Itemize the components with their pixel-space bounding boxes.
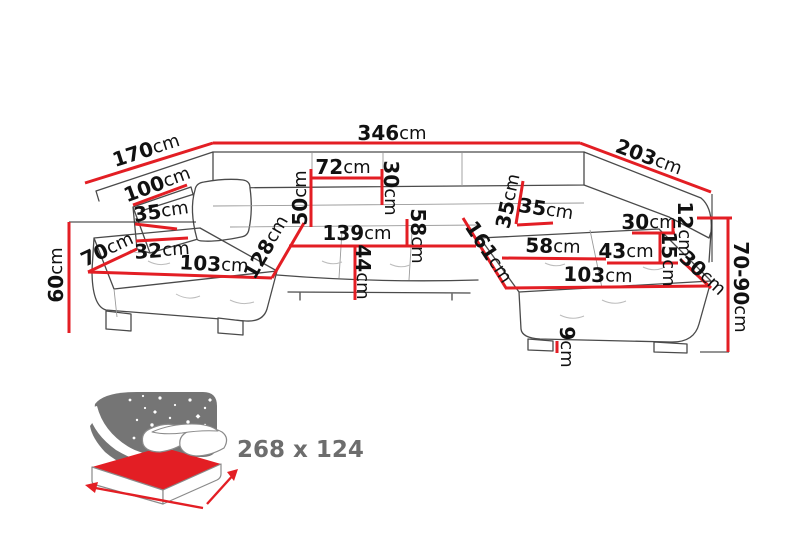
sofa-tufting — [129, 249, 664, 319]
depth-arrow-head — [227, 469, 238, 481]
dim-line-rback-width — [516, 221, 554, 227]
label-right-armrest: 43cm — [598, 239, 653, 263]
label-right-seat: 58cm — [525, 233, 581, 259]
arrow-heads — [85, 469, 238, 493]
sleeping-function-icon: 268 x 124 — [85, 392, 364, 510]
label-middle-depth: 58cm — [406, 208, 430, 263]
right-back-wing — [583, 151, 712, 263]
label-headrest-right: 30cm — [379, 160, 403, 215]
dim-line-left-chaise — [87, 270, 273, 280]
sleeping-area-label: 268 x 124 — [237, 437, 364, 463]
label-armrest-height: 35cm — [132, 195, 190, 226]
dim-line-armrest-height — [134, 222, 178, 231]
label-headrest-left: 50cm — [288, 170, 312, 225]
mattress-top — [92, 447, 221, 490]
label-rback-width: 35cm — [517, 193, 575, 225]
label-leg-height: 9cm — [555, 326, 579, 367]
dim-line-left-diagonal — [270, 222, 306, 279]
bed-icon — [85, 423, 238, 510]
label-gap12: 12cm — [673, 201, 697, 256]
dim-line-right-depth — [579, 141, 712, 194]
dim-line-left-seat — [135, 236, 189, 243]
dim-line-rback-height — [514, 180, 525, 225]
label-arm15: 15cm — [657, 231, 681, 286]
middle-front-edge — [276, 274, 479, 301]
right-chaise — [479, 228, 712, 343]
dim-line-left-corner — [87, 247, 138, 274]
right-chaise-leg-2 — [653, 341, 688, 354]
dimension-lines — [67, 141, 732, 353]
right-chaise-leg-1 — [527, 338, 554, 352]
label-right-chaise: 103cm — [563, 262, 633, 288]
label-left-chaise: 103cm — [179, 250, 249, 278]
dim-line-right-seat — [501, 256, 607, 261]
label-right-depth: 203cm — [612, 134, 685, 181]
label-middle-width: 139cm — [322, 221, 391, 245]
label-total-width: 346cm — [357, 121, 426, 145]
label-right-back30: 30cm — [621, 210, 676, 234]
dimension-labels: 346cm 170cm 203cm 100cm 35cm 70cm 32cm 1… — [44, 121, 753, 368]
tuft-marks — [129, 249, 664, 319]
size-arrows — [89, 472, 236, 510]
bed-blanket — [151, 423, 219, 435]
label-headrest-width: 72cm — [315, 155, 370, 179]
depth-arrow — [206, 472, 236, 505]
back-panel — [212, 151, 585, 189]
label-right-corner: 30cm — [675, 245, 732, 300]
left-chaise-leg-1 — [105, 310, 132, 332]
pillow — [191, 178, 252, 242]
label-left-seat: 32cm — [134, 236, 191, 264]
bed-base-right — [162, 463, 222, 505]
dim-line-right-diagonal — [461, 217, 508, 289]
left-chaise-leg-2 — [217, 317, 244, 336]
dim-line-left-depth — [84, 141, 214, 185]
label-left-corner: 70cm — [77, 226, 137, 271]
dim-line-armrest-length — [132, 183, 188, 207]
helper-lines — [69, 194, 729, 353]
sofa-outline — [91, 151, 712, 354]
label-seat-height: 60cm — [44, 247, 68, 302]
width-arrow — [89, 485, 204, 510]
label-middle-height: 44cm — [351, 244, 375, 299]
label-overall-height: 70-90cm — [729, 241, 753, 332]
dim-line-right-corner — [679, 258, 713, 290]
dim-line-right-chaise — [504, 284, 711, 290]
width-arrow-head — [85, 482, 98, 493]
